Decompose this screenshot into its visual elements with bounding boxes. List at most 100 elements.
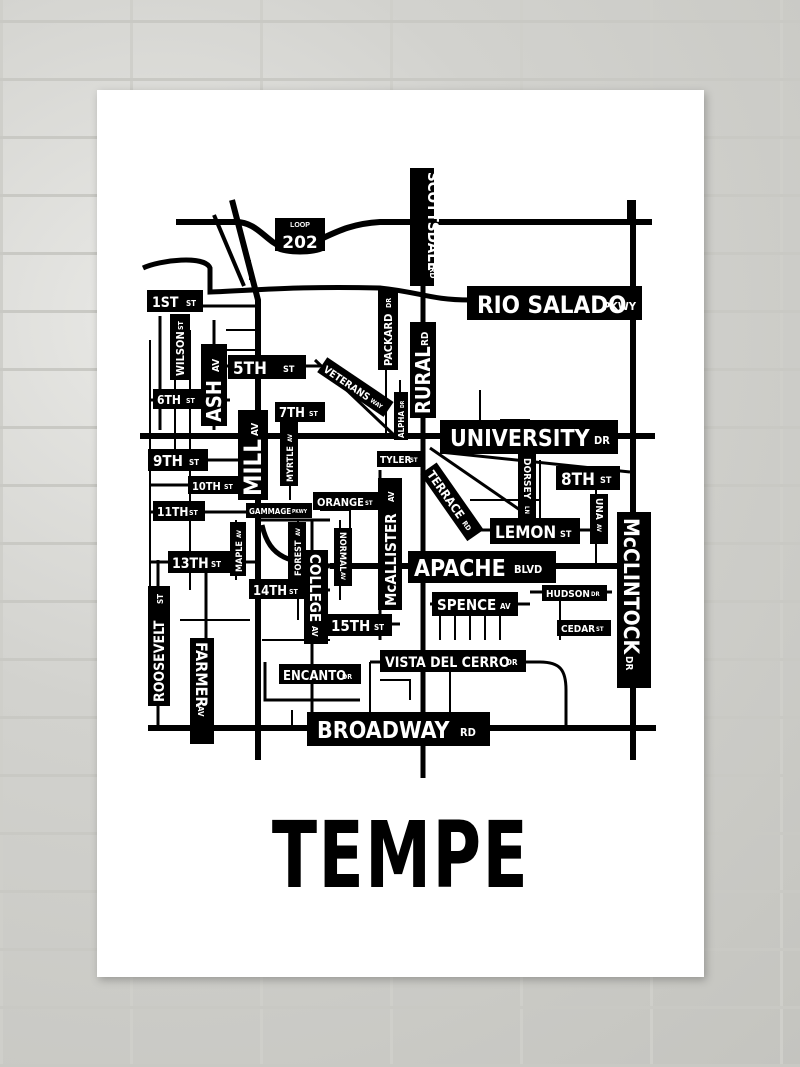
street-encanto-suffix-label: DR — [342, 673, 352, 681]
loop-202-shield: LOOP 202 — [275, 218, 325, 255]
street-maple-name-label: MAPLE — [235, 541, 245, 572]
street-broadway-suffix-label: RD — [460, 726, 476, 739]
street-packard-suffix-label: DR — [385, 298, 393, 308]
street-ninth-suffix-label: ST — [189, 458, 199, 467]
street-university-suffix-label: DR — [594, 434, 610, 447]
street-sign-rural: RURAL RD — [410, 322, 436, 418]
street-tenth-name-label: 10TH — [192, 480, 221, 493]
street-normal-name-label: NORMAL — [337, 532, 347, 571]
road-rio-salado — [141, 257, 471, 303]
street-thirteenth-suffix-label: ST — [211, 560, 221, 569]
street-sign-tyler: TYLER ST — [377, 451, 423, 467]
street-sign-scottsdale: SCOTTSDALE RD — [410, 168, 442, 286]
street-sign-broadway: BROADWAY RD — [307, 712, 490, 746]
street-rural-suffix-label: RD — [420, 332, 431, 346]
street-sign-cedar: CEDAR ST — [557, 620, 611, 636]
street-sign-college: COLLEGE AV — [304, 550, 328, 644]
street-vista-suffix-label: DR — [506, 658, 518, 667]
poster-title: TEMPE — [271, 802, 530, 909]
street-normal-suffix-label: AV — [339, 572, 346, 581]
street-orange-name-label: ORANGE — [317, 496, 364, 509]
street-mcallister-name-label: McALLISTER — [382, 513, 400, 606]
street-sign-forest: FOREST AV — [288, 522, 306, 580]
street-spence-suffix-label: AV — [500, 602, 511, 611]
street-sign-10th: 10TH ST — [188, 476, 238, 494]
street-sign-una: UNA AV — [590, 494, 608, 544]
street-hudson-name-label: HUDSON — [546, 589, 590, 600]
loop-number: 202 — [282, 233, 318, 253]
street-fifth-name-label: 5TH — [233, 359, 267, 379]
street-spence-name-label: SPENCE — [437, 596, 496, 614]
street-packard-name-label: PACKARD — [382, 314, 395, 366]
street-sign-ash: ASH AV — [201, 344, 227, 426]
street-encanto-name-label: ENCANTO — [283, 669, 346, 684]
street-forest-suffix-label: AV — [295, 527, 302, 536]
street-roosevelt-suffix-label: ST — [156, 594, 165, 604]
street-sixth-suffix-label: ST — [186, 397, 196, 405]
street-sixth-name-label: 6TH — [157, 393, 181, 407]
street-apache-name-label: APACHE — [414, 556, 506, 582]
street-ash-name-label: ASH — [202, 380, 226, 422]
street-eighth-suffix-label: ST — [600, 476, 612, 486]
street-lemon-name-label: LEMON — [495, 523, 556, 543]
street-wilson-name-label: WILSON — [174, 331, 187, 376]
street-college-name-label: COLLEGE — [306, 554, 324, 622]
street-seventh-name-label: 7TH — [279, 406, 305, 421]
street-fifteenth-name-label: 15TH — [331, 617, 370, 635]
street-sign-farmer: FARMER AV — [190, 638, 214, 744]
street-sign-wilson: WILSON ST — [170, 314, 190, 380]
street-college-suffix-label: AV — [310, 626, 319, 637]
street-hudson-suffix-label: DR — [591, 591, 600, 598]
street-maple-suffix-label: AV — [236, 529, 243, 538]
road-mill-branch — [212, 214, 246, 287]
street-mill-suffix-label: AV — [250, 423, 261, 436]
street-wilson-suffix-label: ST — [177, 320, 185, 330]
street-apache-suffix-label: BLVD — [514, 563, 542, 576]
street-dorsey-name-label: DORSEY — [521, 458, 532, 500]
street-sign-normal: NORMAL AV — [334, 528, 352, 586]
road-vista — [370, 660, 568, 728]
street-farmer-name-label: FARMER — [192, 642, 211, 707]
street-broadway-name-label: BROADWAY — [317, 718, 450, 744]
street-sign-vista: VISTA DEL CERRO DR — [380, 650, 526, 672]
street-ninth-name-label: 9TH — [153, 452, 183, 470]
street-sign-spence: SPENCE AV — [432, 592, 518, 616]
street-sign-encanto: ENCANTO DR — [279, 664, 361, 684]
loop-label: LOOP — [290, 222, 310, 229]
street-sign-5th: 5TH ST — [228, 355, 306, 379]
street-una-suffix-label: AV — [595, 524, 602, 533]
street-mill-name-label: MILL — [239, 439, 267, 496]
street-first-name-label: 1ST — [152, 295, 179, 311]
street-sign-roosevelt: ROOSEVELT ST — [148, 586, 170, 706]
street-sign-terrace: TERRACE RD — [420, 462, 484, 542]
street-scottsdale-suffix-label: RD — [428, 267, 437, 279]
street-thirteenth-name-label: 13TH — [172, 556, 209, 572]
street-sign-myrtle: MYRTLE AV — [280, 422, 298, 486]
street-sign-orange: ORANGE ST — [313, 492, 379, 510]
street-rio-salado-name-label: RIO SALADO — [477, 291, 627, 319]
street-sign-7th: 7TH ST — [275, 402, 325, 422]
street-dorsey-suffix-label: LN — [523, 506, 530, 514]
street-cedar-suffix-label: ST — [596, 626, 604, 633]
street-sign-15th: 15TH ST — [326, 614, 392, 636]
street-orange-suffix-label: ST — [365, 500, 373, 507]
street-sign-6th: 6TH ST — [153, 389, 202, 409]
street-tyler-suffix-label: ST — [410, 457, 418, 464]
street-fourteenth-name-label: 14TH — [253, 584, 287, 599]
street-sign-mcclintock: McCLINTOCK DR — [617, 512, 651, 688]
street-sign-13th: 13TH ST — [168, 551, 230, 573]
street-sign-1st: 1ST ST — [147, 290, 203, 312]
street-seventh-suffix-label: ST — [309, 410, 319, 418]
street-gammage-suffix-label: PKWY — [292, 509, 308, 515]
street-gammage-name-label: GAMMAGE — [249, 507, 291, 516]
street-mcallister-suffix-label: AV — [387, 491, 396, 502]
street-myrtle-name-label: MYRTLE — [286, 446, 296, 482]
street-rural-name-label: RURAL — [411, 346, 435, 414]
street-mcclintock-name-label: McCLINTOCK — [619, 518, 643, 656]
street-tyler-name-label: TYLER — [380, 455, 412, 466]
street-farmer-suffix-label: AV — [196, 706, 205, 717]
road-minor-15 — [380, 679, 411, 700]
street-sign-packard: PACKARD DR — [378, 290, 398, 370]
street-fifth-suffix-label: ST — [283, 365, 295, 375]
